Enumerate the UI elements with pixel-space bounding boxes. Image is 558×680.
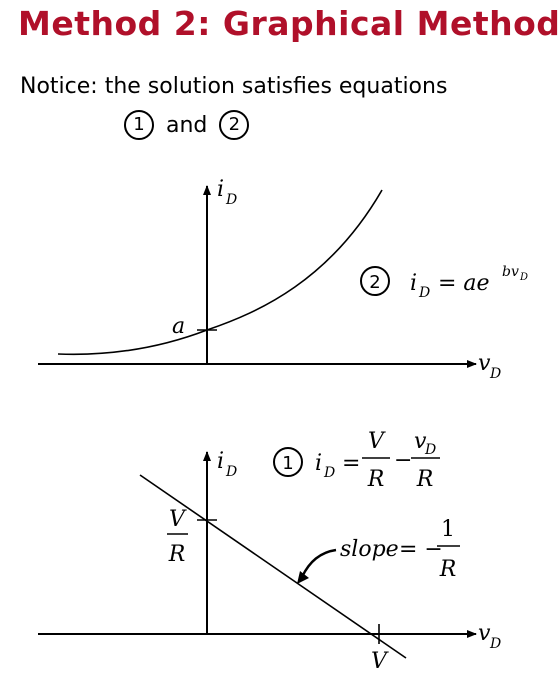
graph1-eq-exponent-sub: D (519, 272, 528, 283)
equation-references: 1 and 2 (124, 110, 250, 140)
graph2-eq-frac2-num-sub: D (424, 442, 436, 458)
graph1-y-axis-sub: D (225, 192, 237, 208)
graph1-x-axis-sub: D (489, 366, 501, 382)
graph2-eq-equals: = (342, 451, 360, 476)
slope-text: slope (340, 537, 399, 562)
graph2-eq-frac2-den: R (416, 467, 434, 492)
page-title: Method 2: Graphical Method (18, 4, 558, 43)
intercept-label-a: a (172, 314, 185, 339)
graph1-eq-lhs-sub: D (418, 285, 430, 301)
graph-load-line: i D v D 1 i D = V R − v D R V R V slope … (38, 429, 501, 674)
equation-1-marker: 1 (124, 110, 154, 140)
graph2-y-axis-label: i (217, 449, 224, 474)
exponential-curve (57, 189, 383, 356)
graph2-eq-number: 1 (282, 453, 293, 474)
x-intercept-label: V (371, 649, 389, 674)
load-line (139, 474, 407, 659)
graph2-eq-frac1-num: V (368, 429, 386, 454)
graph2-eq-number-circle (273, 447, 303, 477)
slope-den: R (439, 557, 457, 582)
slope-pointer-head (297, 571, 309, 584)
slope-eq: = − (399, 537, 443, 562)
graph-exponential: i D v D a 2 i D = ae bv D (38, 177, 528, 382)
graph1-x-axis-label: v (478, 351, 491, 376)
graph1-eq-number-circle (360, 266, 390, 296)
slope-pointer (300, 548, 337, 578)
and-connector: and (166, 112, 208, 138)
graph1-eq-lhs: i (410, 271, 417, 296)
equation-2-marker: 2 (219, 110, 250, 140)
graph1-y-axis-label: i (217, 177, 224, 202)
graph2-eq-frac1-den: R (367, 467, 385, 492)
graph1-eq-rhs: = ae (438, 271, 490, 296)
graph2-eq-minus: − (394, 448, 412, 473)
graph1-eq-exponent: bv (502, 264, 519, 280)
y-intercept-den: R (168, 542, 186, 567)
graph1-eq-number: 2 (369, 272, 380, 293)
graph2-eq-lhs-sub: D (323, 465, 335, 481)
slope-num: 1 (441, 517, 455, 542)
graph2-eq-frac2-num: v (414, 429, 427, 454)
y-intercept-num: V (169, 507, 187, 532)
graph2-x-axis-label: v (478, 621, 491, 646)
graph2-y-axis-sub: D (225, 464, 237, 480)
notice-text: Notice: the solution satisfies equations (20, 74, 448, 99)
graph2-eq-lhs: i (315, 451, 322, 476)
graph2-x-axis-sub: D (489, 636, 501, 652)
